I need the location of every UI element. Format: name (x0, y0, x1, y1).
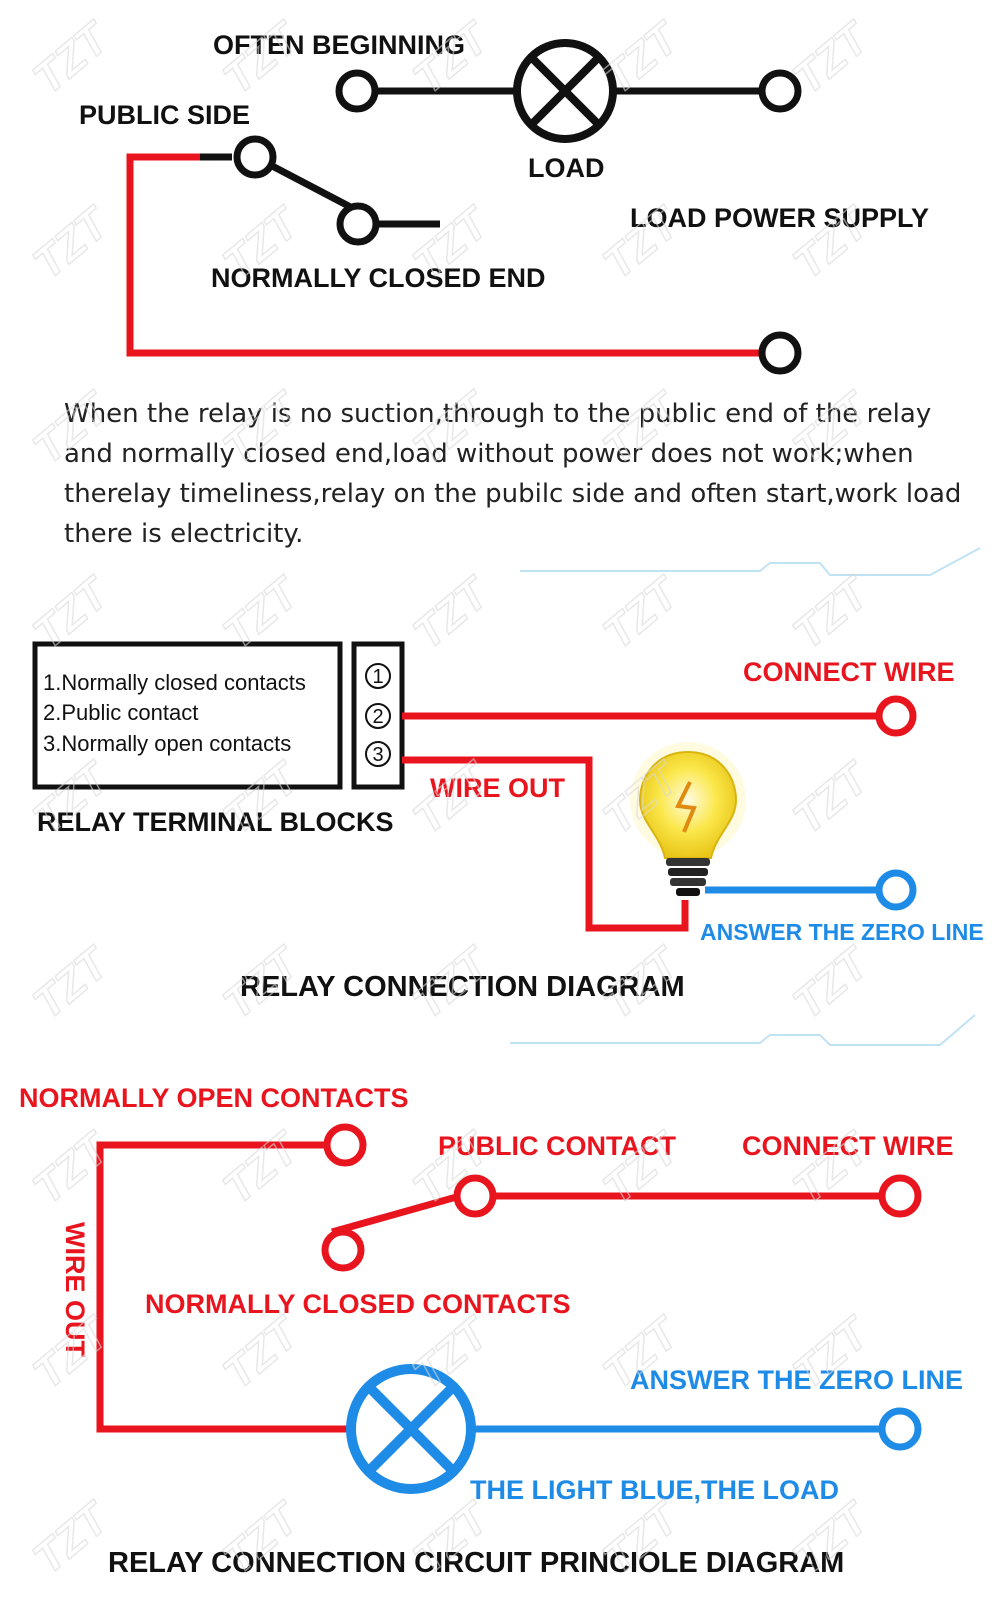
section-3-circuit-principle: NORMALLY OPEN CONTACTS PUBLIC CONTACT CO… (19, 1083, 963, 1579)
section-1-basic-circuit: OFTEN BEGINNING PUBLIC SIDE LOAD LOAD PO… (64, 30, 961, 549)
section-2-connection-diagram: 1.Normally closed contacts 2.Public cont… (32, 641, 984, 1003)
red-supply-wire (126, 153, 762, 357)
label-load-power-supply: LOAD POWER SUPPLY (630, 203, 929, 233)
watermark-logo: TZT (594, 567, 690, 658)
load-power-terminal-top (758, 69, 802, 113)
divider-1 (520, 547, 981, 576)
description-line-2: and normally closed end,load without pow… (64, 439, 914, 469)
terminal-item-3: 3.Normally open contacts (43, 731, 291, 756)
label-relay-terminal-blocks: RELAY TERMINAL BLOCKS (37, 807, 394, 837)
wire-out-red (402, 756, 689, 932)
terminal-number-1: 1 (365, 663, 391, 689)
watermark-logo: TZT (594, 937, 690, 1028)
load-lamp-icon (513, 39, 617, 143)
connect-wire-terminal (875, 695, 917, 737)
description-line-4: there is electricity. (64, 519, 303, 549)
terminal-number-3: 3 (365, 741, 391, 767)
connect-wire-terminal-3 (878, 1174, 922, 1218)
terminal-item-1: 1.Normally closed contacts (43, 670, 306, 695)
svg-text:3: 3 (372, 744, 383, 766)
public-contact-terminal (453, 1174, 497, 1218)
watermark-logo: TZT (24, 1492, 120, 1583)
label-answer-zero-line: ANSWER THE ZERO LINE (700, 919, 984, 945)
watermark-logo: TZT (404, 937, 500, 1028)
watermark-logo: TZT (404, 752, 500, 843)
zero-line-terminal-3 (878, 1407, 922, 1451)
terminal-number-2: 2 (365, 703, 391, 729)
load-power-terminal-bottom (758, 331, 802, 375)
blue-load-lamp-icon (346, 1364, 476, 1494)
watermark-logo: TZT (24, 12, 120, 103)
normally-closed-terminal (336, 202, 380, 246)
watermark-logo: TZT (24, 197, 120, 288)
watermark-logo: TZT (404, 567, 500, 658)
often-beginning-terminal (335, 69, 379, 113)
label-normally-closed-contacts: NORMALLY CLOSED CONTACTS (145, 1289, 571, 1319)
divider-2 (510, 1014, 976, 1046)
normally-open-terminal (323, 1123, 367, 1167)
watermark-logo: TZT (24, 937, 120, 1028)
label-connect-wire: CONNECT WIRE (743, 657, 955, 687)
label-public-side: PUBLIC SIDE (79, 100, 250, 130)
label-wire-out-vertical: WIRE OUT (60, 1222, 90, 1357)
normally-closed-terminal-3 (321, 1228, 365, 1272)
watermark-logo: TZT (214, 1122, 310, 1213)
watermark-layer: TZT TZT TZT TZT TZT TZT TZT TZT TZT TZT TZT TZT TZT T… (23, 11, 880, 1584)
watermark-logo: TZT (784, 567, 880, 658)
zero-line-terminal (875, 869, 917, 911)
label-normally-open-contacts: NORMALLY OPEN CONTACTS (19, 1083, 409, 1113)
terminal-list-box (32, 641, 343, 790)
public-side-terminal (233, 135, 277, 179)
label-wire-out: WIRE OUT (430, 773, 565, 803)
description-line-1: When the relay is no suction,through to … (64, 399, 931, 429)
label-public-contact: PUBLIC CONTACT (438, 1131, 676, 1161)
label-connect-wire-3: CONNECT WIRE (742, 1131, 954, 1161)
light-bulb-icon (630, 742, 746, 896)
description-line-3: therelay timeliness,relay on the pubilc … (64, 479, 961, 509)
watermark-logo: TZT (784, 937, 880, 1028)
watermark-logo: TZT (214, 12, 310, 103)
label-normally-closed-end: NORMALLY CLOSED END (211, 263, 546, 293)
diagram-title-2: RELAY CONNECTION DIAGRAM (240, 971, 685, 1003)
label-often-beginning: OFTEN BEGINNING (213, 30, 465, 60)
watermark-logo: TZT (214, 937, 310, 1028)
label-answer-zero-line-3: ANSWER THE ZERO LINE (630, 1365, 963, 1395)
wire-out-loop-red (96, 1141, 350, 1433)
switch-lever-red (331, 1192, 461, 1236)
svg-text:1: 1 (372, 666, 383, 688)
label-light-blue-load: THE LIGHT BLUE,THE LOAD (470, 1475, 839, 1505)
terminal-item-2: 2.Public contact (43, 700, 198, 725)
watermark-logo: TZT (214, 1307, 310, 1398)
watermark-logo: TZT (24, 1122, 120, 1213)
watermark-logo: TZT (784, 752, 880, 843)
label-load: LOAD (528, 153, 605, 183)
diagram-title-3: RELAY CONNECTION CIRCUIT PRINCIOLE DIAGR… (108, 1547, 844, 1579)
watermark-logo: TZT (24, 1307, 120, 1398)
svg-text:2: 2 (372, 706, 383, 728)
